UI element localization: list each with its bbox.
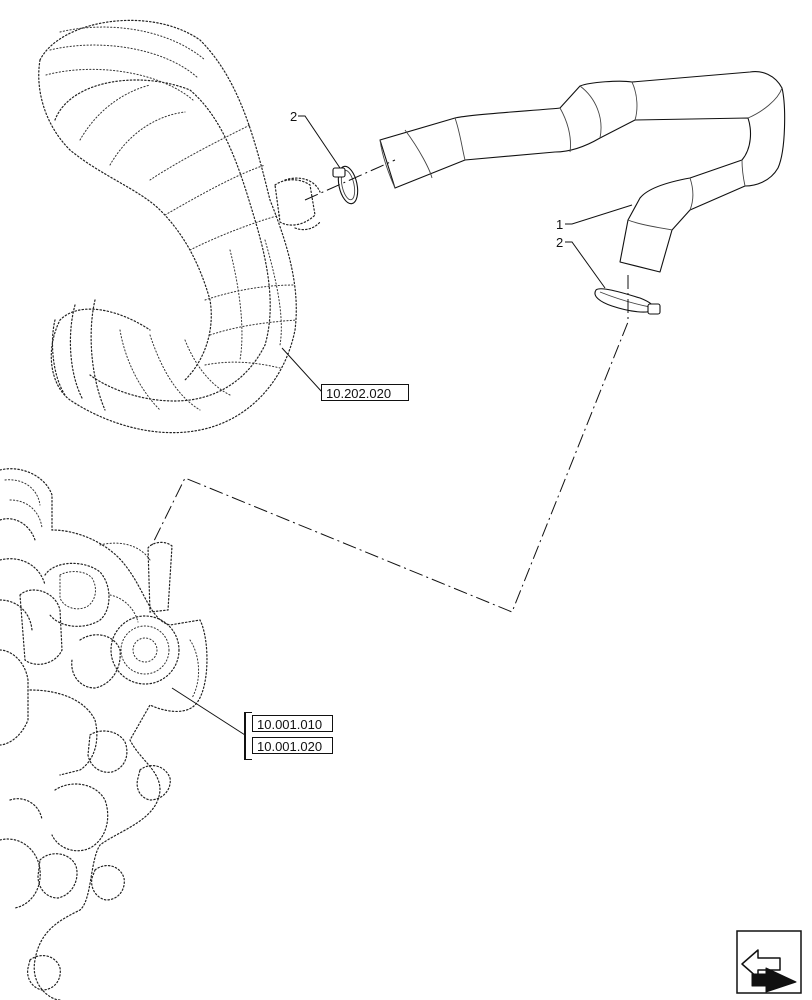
- air-intake-duct: [38, 19, 321, 434]
- clamp-upper: [332, 165, 359, 205]
- engine-block: [0, 468, 208, 1000]
- reference-engine-b[interactable]: 10.001.020: [252, 737, 333, 754]
- reference-engine-a[interactable]: 10.001.010: [252, 715, 333, 732]
- centerline-upper: [304, 159, 396, 201]
- leader-lines: [171, 115, 633, 736]
- reference-air-duct[interactable]: 10.202.020: [321, 384, 409, 401]
- reference-bracket: [244, 712, 252, 760]
- callout-hose: 1: [556, 217, 563, 232]
- hose-part: [379, 71, 786, 273]
- callout-clamp-upper: 2: [290, 109, 297, 124]
- centerline-routing: [151, 275, 629, 613]
- clamp-lower: [594, 288, 661, 315]
- next-page-arrow-icon[interactable]: [736, 930, 802, 994]
- callout-clamp-lower: 2: [556, 235, 563, 250]
